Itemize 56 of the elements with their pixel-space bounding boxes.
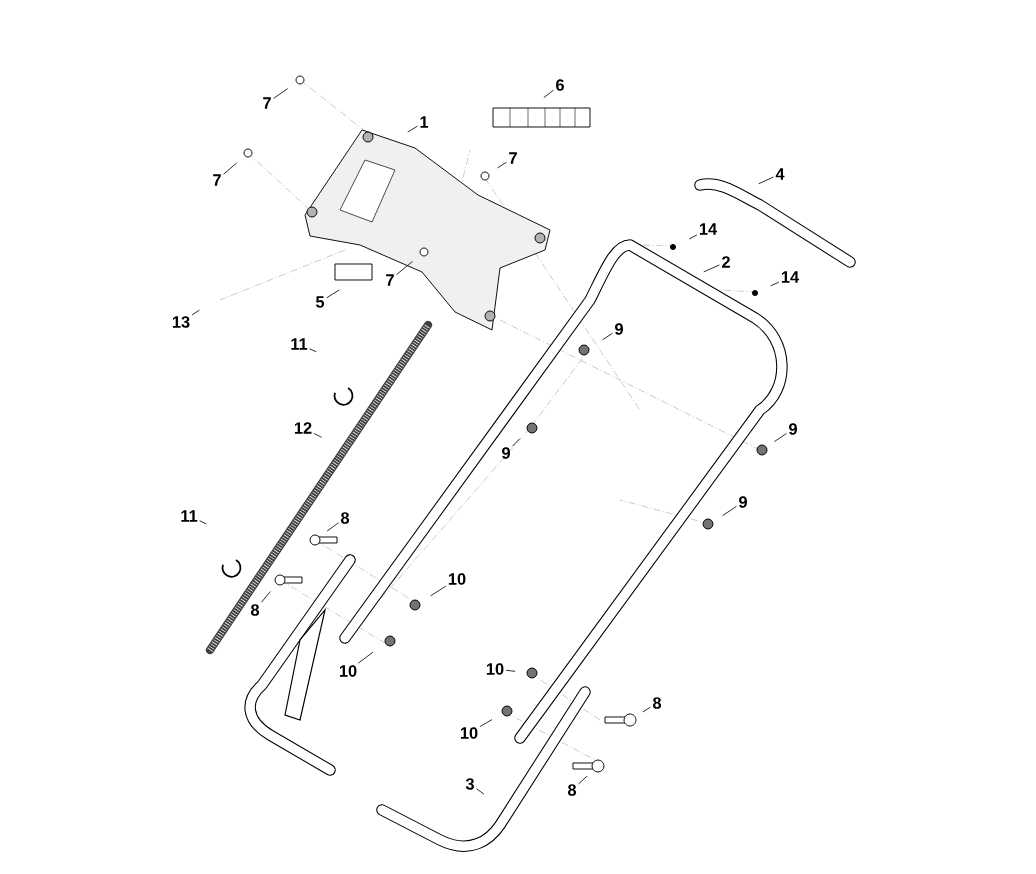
- leader-line: [273, 88, 289, 99]
- leader-line: [758, 176, 774, 185]
- leader-line: [396, 261, 413, 275]
- callout-number: 7: [263, 97, 271, 109]
- callout-number: 4: [775, 168, 785, 180]
- leader-line: [479, 719, 493, 727]
- callout-number: 5: [315, 296, 325, 308]
- leader-line: [326, 522, 339, 532]
- leader-line: [199, 520, 207, 525]
- callout-number: 10: [486, 663, 504, 675]
- callout-number: 13: [172, 316, 190, 328]
- callout-number: 11: [291, 338, 308, 350]
- leader-line: [313, 433, 322, 438]
- leader-line: [497, 161, 507, 169]
- leader-line: [505, 669, 516, 672]
- callout-number: 8: [250, 604, 260, 616]
- leader-line: [688, 234, 698, 240]
- callout-number: 9: [615, 323, 623, 335]
- leader-line: [774, 433, 787, 442]
- callout-number: 1: [420, 116, 429, 128]
- leader-line: [407, 125, 418, 133]
- callout-number: 9: [789, 423, 797, 435]
- callout-number: 14: [781, 271, 800, 283]
- leader-line: [223, 162, 238, 175]
- leader-line: [261, 591, 271, 603]
- callout-number: 10: [339, 665, 357, 677]
- callout-number: 7: [213, 174, 221, 186]
- callout-number: 10: [448, 573, 466, 585]
- callout-number: 7: [509, 152, 517, 164]
- callout-number: 7: [386, 274, 394, 286]
- callout-number: 12: [294, 422, 312, 434]
- callout-number: 9: [739, 496, 747, 508]
- leader-line: [578, 775, 588, 785]
- leader-line: [722, 505, 737, 517]
- leader-line: [770, 281, 780, 287]
- callout-number: 2: [722, 256, 730, 268]
- leader-line: [326, 289, 340, 299]
- callout-number: 8: [652, 697, 662, 709]
- leader-line: [357, 651, 374, 664]
- callout-number: 6: [556, 79, 564, 91]
- leader-line: [309, 348, 317, 353]
- callout-number: 14: [699, 223, 718, 235]
- leader-line: [642, 706, 651, 713]
- leader-line: [191, 309, 200, 316]
- callout-number: 8: [340, 512, 350, 524]
- callout-number: 8: [567, 784, 577, 796]
- callout-number: 3: [465, 778, 474, 790]
- callout-number: 11: [181, 510, 198, 522]
- callout-number: 9: [502, 447, 510, 459]
- leader-line: [430, 585, 447, 597]
- callout-number: 10: [460, 727, 478, 739]
- leader-line: [703, 264, 720, 273]
- leader-line: [602, 332, 613, 341]
- leader-line: [476, 788, 485, 795]
- leader-line: [543, 89, 554, 99]
- leader-line: [512, 438, 520, 447]
